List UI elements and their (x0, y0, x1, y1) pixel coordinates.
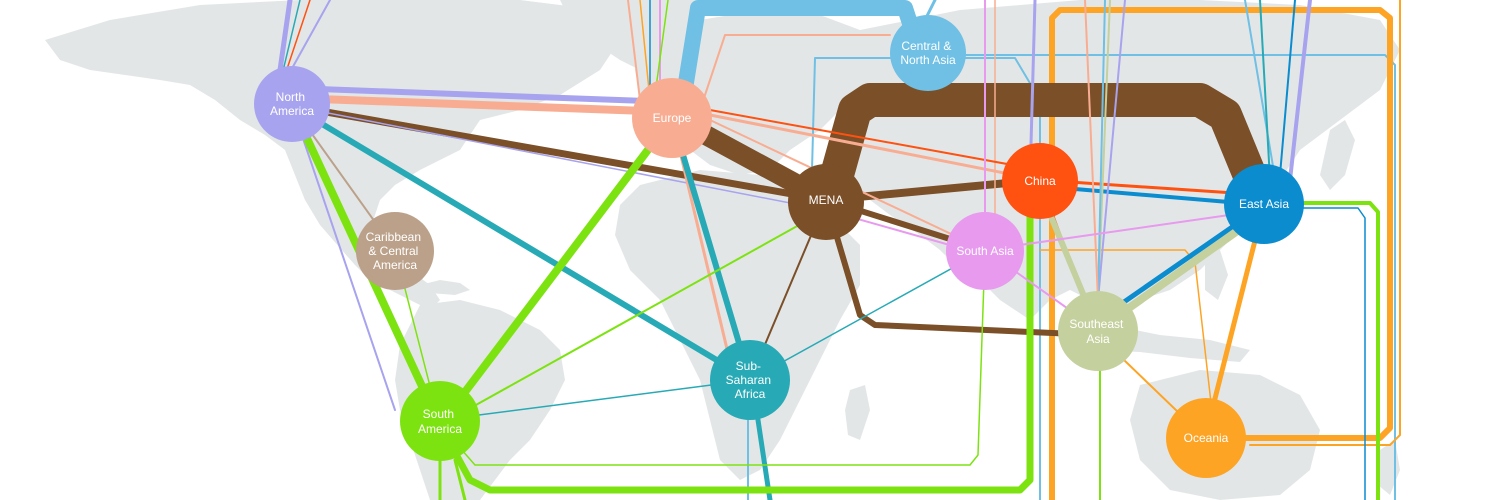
landmass-caribbean (420, 280, 470, 295)
flow-south-america-europe (436, 114, 676, 429)
flow-mena-north-america (288, 102, 830, 204)
flow-north-america-topcolor-a (281, 0, 301, 76)
node-south-asia[interactable]: South Asia (946, 212, 1024, 290)
node-label-north-america: North America (270, 90, 314, 118)
node-europe[interactable]: Europe (632, 78, 712, 158)
node-circle-europe (632, 78, 712, 158)
nodes-layer: North America Europe Central & North Asi… (254, 15, 1304, 478)
flow-south-america-mena (439, 209, 827, 426)
node-circle-southeast-asia (1058, 291, 1138, 371)
flow-south-america-east-asia (1262, 201, 1380, 500)
node-label-southeast-asia: Southeast Asia (1069, 317, 1126, 346)
flow-sub-saharan-europe (669, 115, 753, 383)
flow-north-america-mena-thin (291, 105, 827, 211)
node-label-europe: Europe (653, 111, 692, 125)
flow-oceania-right (1249, 0, 1401, 446)
flow-east-asia-top-c (1259, 0, 1271, 181)
flow-south-america-down-b (453, 458, 467, 500)
landmass-new-zealand (1378, 440, 1400, 495)
node-circle-sub-saharan-africa (710, 340, 790, 420)
landmass-madagascar (845, 385, 870, 440)
flow-sub-saharan-south-asia (749, 249, 986, 381)
node-south-america[interactable]: South America (400, 381, 480, 461)
node-caribbean-central-america[interactable]: Caribbean & Central America (356, 212, 434, 290)
flow-north-america-east-asia (1288, 0, 1312, 182)
node-circle-south-asia (946, 212, 1024, 290)
node-circle-caribbean-central-america (356, 212, 434, 290)
flow-north-america-topcolor-c (289, 0, 331, 73)
node-circle-china (1002, 143, 1078, 219)
node-label-china: China (1024, 174, 1056, 188)
flow-europe-north-america (288, 94, 676, 116)
flow-europe-top-a (627, 0, 641, 101)
node-circle-central-north-asia (890, 15, 966, 91)
landmass-japan (1320, 120, 1355, 190)
flow-europe-topcolor-b (654, 0, 669, 96)
flow-mena-east-asia-thick (813, 83, 1277, 217)
node-circle-south-america (400, 381, 480, 461)
flow-sub-saharan-north-america (289, 103, 753, 383)
node-oceania[interactable]: Oceania (1166, 398, 1246, 478)
flow-east-asia-top-b (1244, 0, 1276, 179)
node-sub-saharan-africa[interactable]: Sub- Saharan Africa (710, 340, 790, 420)
flow-sub-saharan-south-america (439, 379, 751, 421)
flow-europe-orange-top (639, 0, 651, 101)
flow-southeast-top-d (1084, 0, 1099, 301)
flow-oceania-outer-loop (1049, 7, 1393, 500)
flow-east-asia-right-blue (1263, 207, 1366, 500)
node-label-east-asia: East Asia (1239, 197, 1289, 211)
flow-north-america-top-a (277, 0, 293, 73)
node-label-sub-saharan-africa: Sub- Saharan Africa (726, 359, 775, 401)
node-label-mena: MENA (809, 193, 844, 207)
flow-north-america-down (291, 105, 396, 411)
flow-north-america-topcolor-b (284, 0, 311, 76)
landmass-north-america (45, 0, 620, 310)
landmass-africa (615, 170, 860, 480)
node-southeast-asia[interactable]: Southeast Asia (1058, 291, 1138, 371)
node-mena[interactable]: MENA (788, 164, 864, 240)
node-east-asia[interactable]: East Asia (1224, 164, 1304, 244)
flow-north-america-europe (289, 85, 675, 105)
node-label-south-asia: South Asia (956, 244, 1014, 258)
flow-southeast-top-c (1097, 0, 1106, 301)
flow-mena-southeast-asia (823, 197, 1101, 338)
node-north-america[interactable]: North America (254, 66, 330, 142)
node-label-south-america: South America (418, 407, 462, 436)
landmass-philippines (1205, 250, 1228, 300)
node-central-north-asia[interactable]: Central & North Asia (890, 15, 966, 91)
node-circle-east-asia (1224, 164, 1304, 244)
node-circle-mena (788, 164, 864, 240)
node-china[interactable]: China (1002, 143, 1078, 219)
node-circle-oceania (1166, 398, 1246, 478)
node-label-oceania: Oceania (1184, 431, 1229, 445)
flow-east-asia-top-a (1279, 0, 1296, 176)
flow-central-asia-loop (811, 57, 1041, 500)
node-label-central-north-asia: Central & North Asia (900, 39, 956, 67)
node-label-caribbean-central-america: Caribbean & Central America (366, 230, 425, 272)
flow-south-asia-east-asia (984, 209, 1265, 251)
flow-southeast-top-b (1097, 0, 1126, 301)
node-circle-north-america (254, 66, 330, 142)
flow-europe-central-asia (699, 34, 891, 111)
